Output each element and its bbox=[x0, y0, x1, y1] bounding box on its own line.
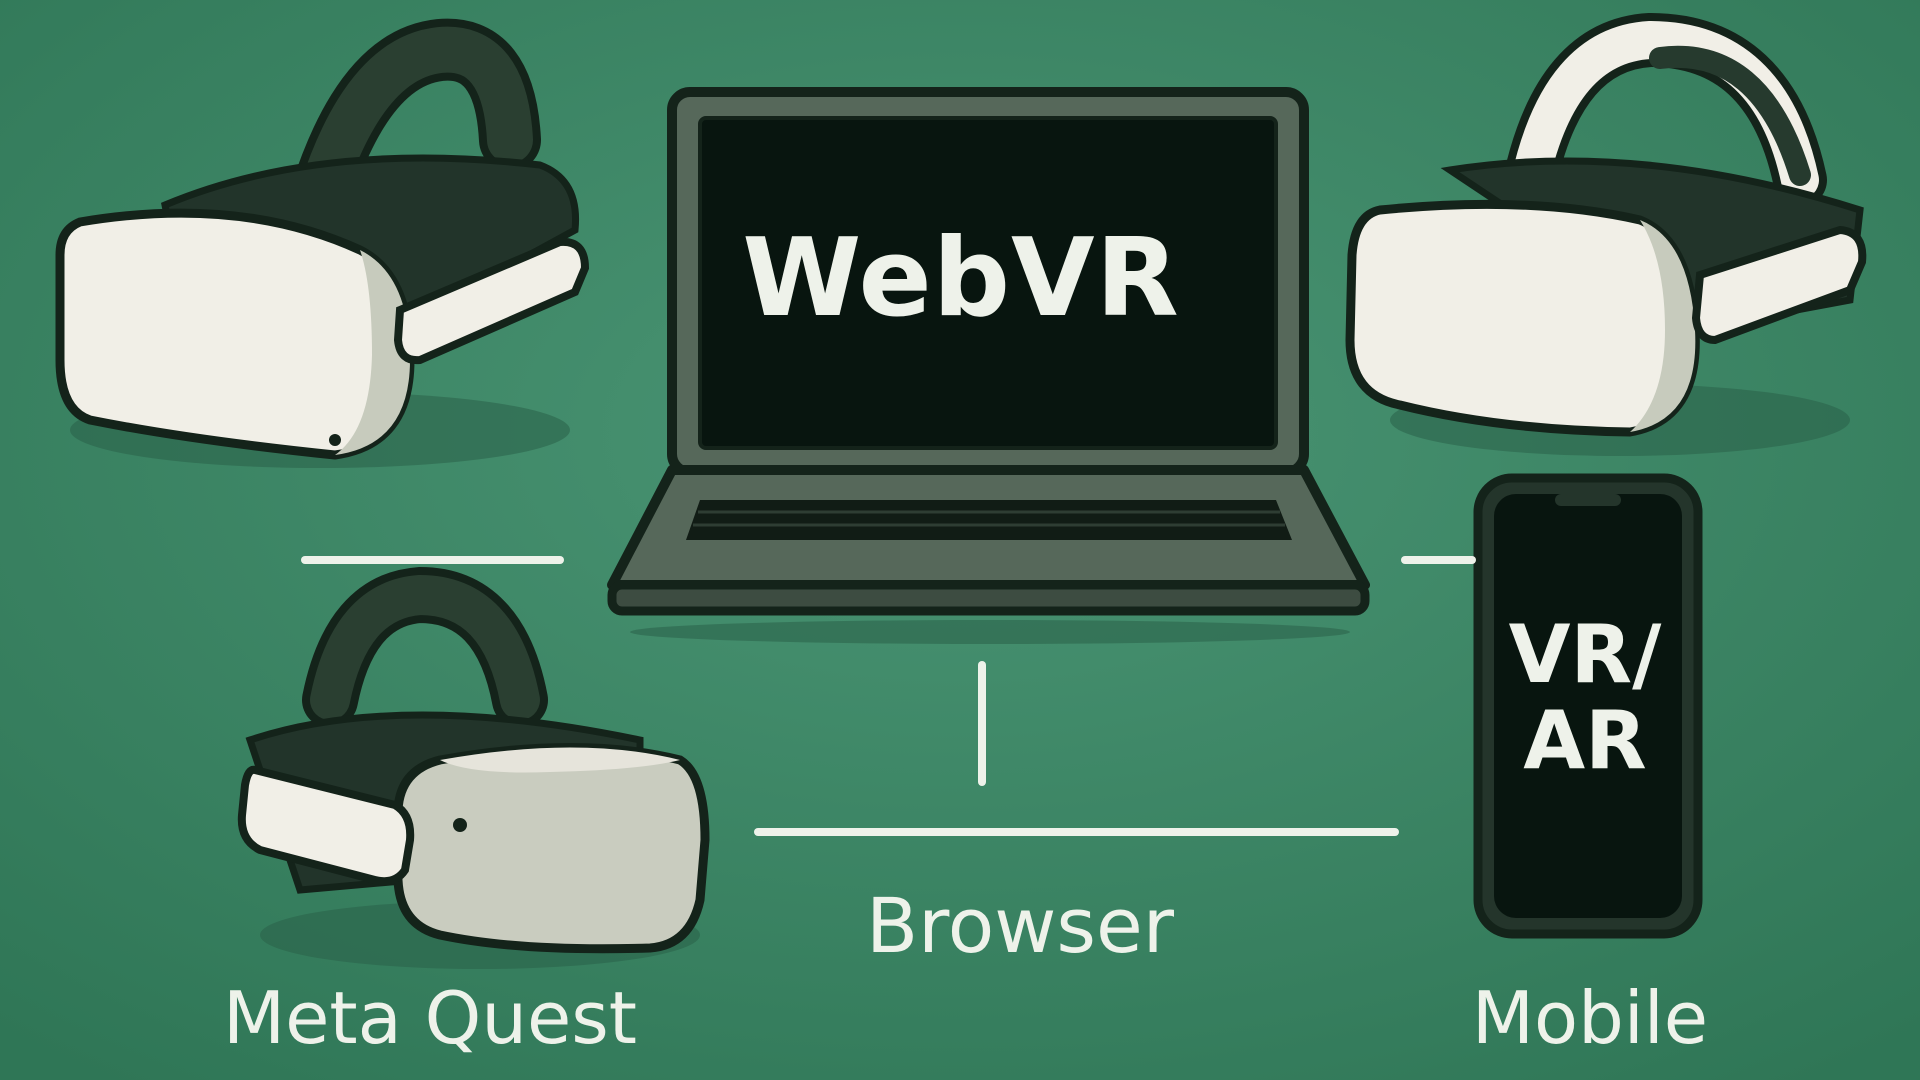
smartphone-icon bbox=[1473, 473, 1703, 939]
phone-screen-label-line2: AR bbox=[1523, 693, 1647, 787]
laptop-screen-label: WebVR bbox=[742, 216, 1180, 341]
vr-headset-icon bbox=[55, 18, 590, 468]
browser-label: Browser bbox=[866, 881, 1174, 970]
phone-screen bbox=[1494, 494, 1682, 918]
vr-headset-icon bbox=[237, 566, 710, 969]
laptop-icon bbox=[607, 87, 1370, 644]
mobile-label: Mobile bbox=[1471, 976, 1709, 1060]
vr-headset-icon bbox=[1345, 12, 1867, 456]
phone-screen-label: VR/ AR bbox=[1490, 612, 1680, 783]
meta-quest-label: Meta Quest bbox=[223, 976, 637, 1060]
keyboard bbox=[686, 500, 1292, 540]
laptop-screen bbox=[698, 116, 1278, 450]
phone-screen-label-line1: VR/ bbox=[1508, 608, 1662, 701]
